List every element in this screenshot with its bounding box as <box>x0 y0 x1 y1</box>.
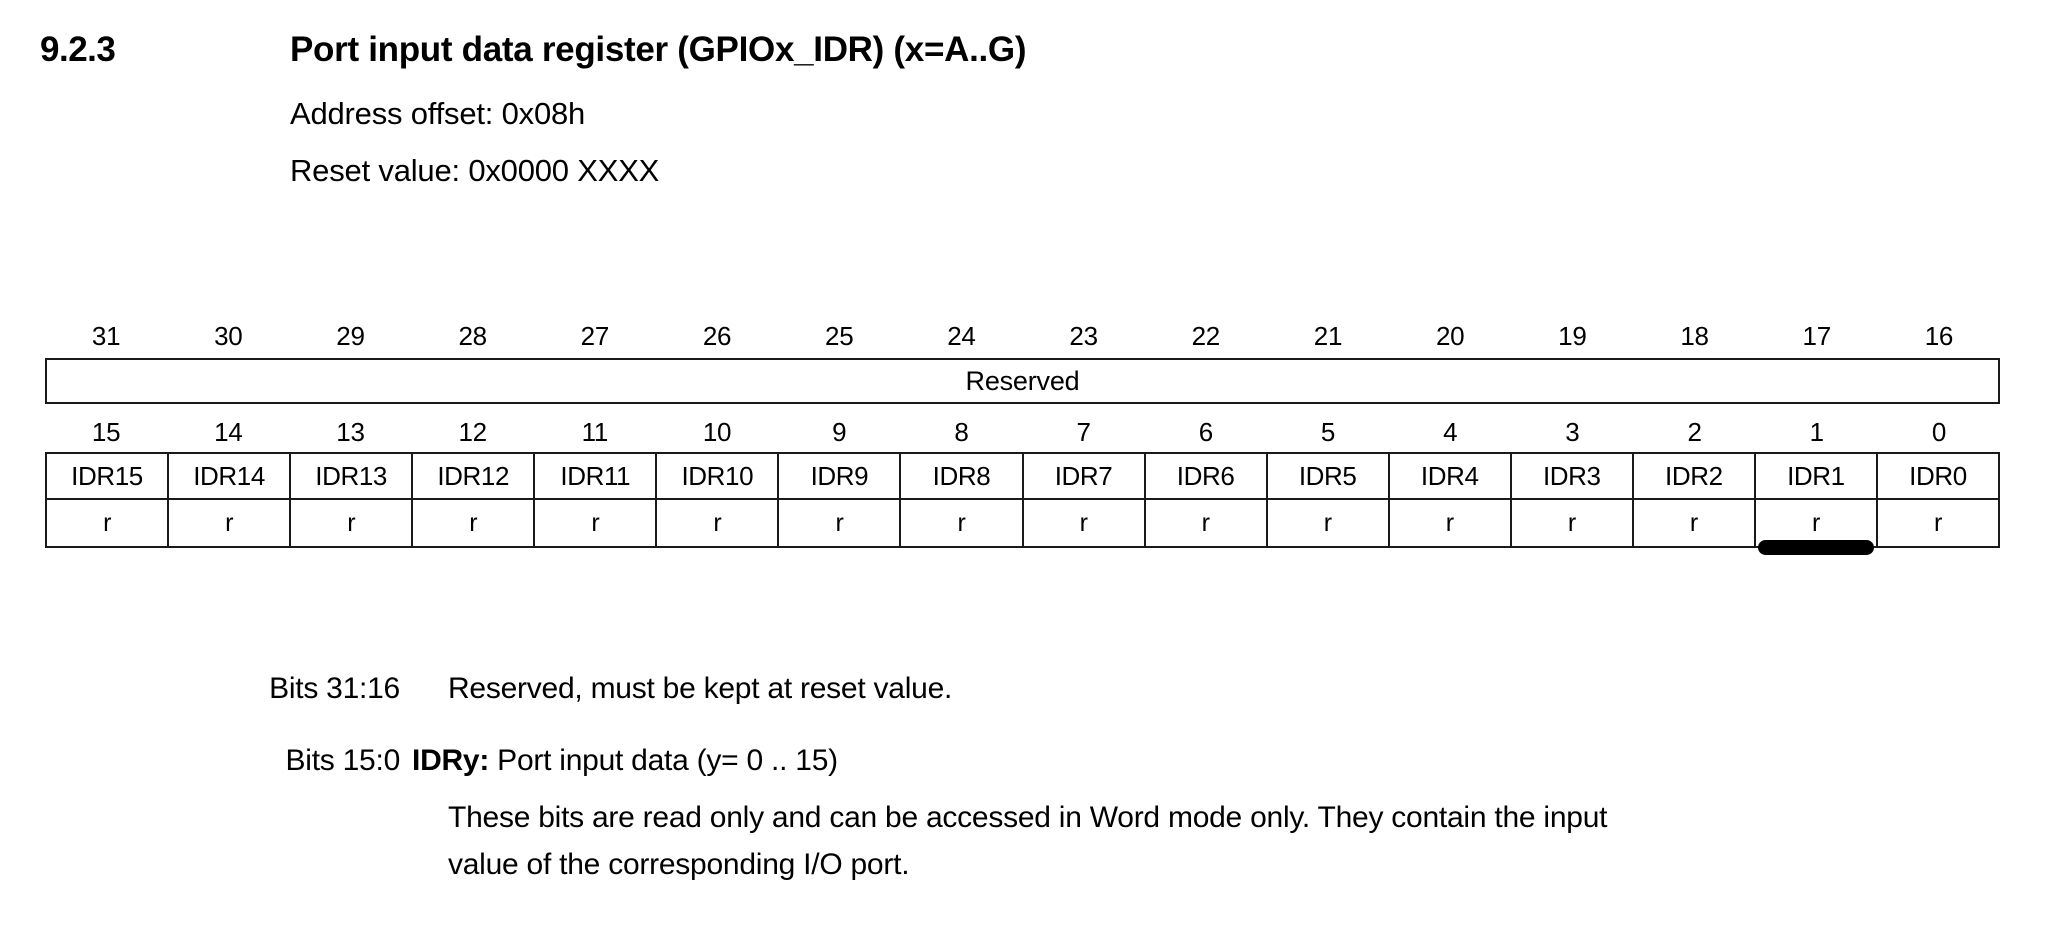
access-cell-idr8: r <box>901 500 1024 546</box>
bit-number: 28 <box>458 321 487 351</box>
idry-detail-line-1: These bits are read only and can be acce… <box>448 801 1608 834</box>
field-cell-idr7: IDR7 <box>1024 454 1146 498</box>
bit-number: 0 <box>1931 417 1946 447</box>
bit-number: 24 <box>947 321 976 351</box>
field-cell-idr2: IDR2 <box>1634 454 1756 498</box>
field-cell-idr11: IDR11 <box>535 454 658 498</box>
reset-value-line: Reset value: 0x0000 XXXX <box>290 153 660 188</box>
idry-summary: Port input data (y= 0 .. 15) <box>489 744 838 777</box>
access-cell-idr6: r <box>1146 500 1268 546</box>
bit-number: 31 <box>91 321 121 351</box>
bit-number: 10 <box>702 417 732 447</box>
bits-label-idry: Bits 15:0 <box>285 744 401 777</box>
field-cell-idr13: IDR13 <box>291 454 414 498</box>
field-cell-idr12: IDR12 <box>413 454 536 498</box>
bits-text-idry: IDRy: Port input data (y= 0 .. 15) <box>412 744 838 778</box>
idry-field-name: IDRy: <box>412 744 490 777</box>
bit-number: 6 <box>1198 417 1213 447</box>
field-cell-idr14: IDR14 <box>169 454 292 498</box>
access-cell-idr5: r <box>1268 500 1390 546</box>
access-cell-idr15: r <box>47 500 170 546</box>
bit-number: 26 <box>702 321 732 351</box>
bit-number: 27 <box>580 321 610 351</box>
access-cell-idr9: r <box>779 500 902 546</box>
bit-number: 30 <box>214 321 243 351</box>
section-heading: 9.2.3 Port input data register (GPIOx_ID… <box>40 30 2000 82</box>
bit-number: 20 <box>1435 321 1465 351</box>
bit-number: 15 <box>91 417 121 447</box>
bit-number: 11 <box>581 417 609 447</box>
address-offset-line: Address offset: 0x08h <box>290 96 586 131</box>
bit-number: 29 <box>336 321 365 351</box>
field-name-row: IDR15 IDR14 IDR13 IDR12 IDR11 IDR10 IDR9… <box>45 452 2000 500</box>
access-cell-idr3: r <box>1512 500 1634 546</box>
access-cell-idr7: r <box>1024 500 1146 546</box>
bits-label-reserved: Bits 31:16 <box>269 672 400 705</box>
access-cell-idr12: r <box>413 500 536 546</box>
bit-number: 12 <box>458 417 487 447</box>
idry-detail-line-2: value of the corresponding I/O port. <box>448 848 910 881</box>
field-cell-idr4: IDR4 <box>1390 454 1512 498</box>
bit-numbers-high: 31 30 29 28 27 26 25 24 23 22 21 20 19 1… <box>45 320 2000 356</box>
field-cell-idr15: IDR15 <box>47 454 170 498</box>
field-cell-idr6: IDR6 <box>1146 454 1268 498</box>
field-cell-idr3: IDR3 <box>1512 454 1634 498</box>
bits-text-reserved: Reserved, must be kept at reset value. <box>448 672 953 705</box>
bit-number: 17 <box>1802 321 1832 351</box>
field-cell-idr1: IDR1 <box>1756 454 1878 498</box>
field-cell-idr10: IDR10 <box>657 454 780 498</box>
access-cell-idr1: r <box>1756 500 1878 555</box>
page-title: Port input data register (GPIOx_IDR) (x=… <box>290 30 1027 69</box>
field-cell-idr5: IDR5 <box>1268 454 1390 498</box>
bit-number: 21 <box>1313 321 1343 351</box>
section-number: 9.2.3 <box>40 30 116 69</box>
access-cell-idr11: r <box>535 500 658 546</box>
bit-number: 4 <box>1443 417 1458 447</box>
highlight-annotation-marker <box>1757 540 1874 555</box>
bit-number: 25 <box>825 321 854 351</box>
bit-number: 2 <box>1687 417 1702 447</box>
bit-number: 22 <box>1191 321 1221 351</box>
bit-number: 9 <box>832 417 847 447</box>
bit-number: 18 <box>1680 321 1709 351</box>
field-cell-idr9: IDR9 <box>779 454 902 498</box>
register-bit-table: 31 30 29 28 27 26 25 24 23 22 21 20 19 1… <box>45 320 2000 555</box>
access-cell-idr10: r <box>657 500 780 546</box>
bit-number: 23 <box>1069 321 1098 351</box>
bit-number: 8 <box>954 417 969 447</box>
bit-number: 14 <box>214 417 243 447</box>
table-gap <box>45 404 2000 416</box>
field-cell-idr8: IDR8 <box>901 454 1024 498</box>
idry-detail-paragraph: These bits are read only and can be acce… <box>448 794 1968 888</box>
bit-number: 5 <box>1320 417 1336 447</box>
bit-number: 7 <box>1076 417 1091 447</box>
reserved-field-cell: Reserved <box>45 358 2000 404</box>
bit-number: 19 <box>1558 321 1587 351</box>
bit-number: 16 <box>1924 321 1954 351</box>
access-cell-idr13: r <box>291 500 414 546</box>
bit-numbers-low: 15 14 13 12 11 10 9 8 7 6 5 4 3 2 1 0 <box>45 416 2000 452</box>
bit-number: 3 <box>1565 417 1580 447</box>
field-cell-idr0: IDR0 <box>1878 454 2000 498</box>
reserved-field-label: Reserved <box>965 365 1080 396</box>
access-cell-idr14: r <box>169 500 292 546</box>
bit-number: 13 <box>336 417 365 447</box>
access-cell-idr1-label: r <box>1811 508 1820 537</box>
access-cell-idr4: r <box>1390 500 1512 546</box>
access-cell-idr0: r <box>1878 500 2000 546</box>
bit-number: 1 <box>1809 417 1824 447</box>
access-cell-idr2: r <box>1634 500 1756 546</box>
field-access-row: r r r r r r r r r r r r r r r r <box>45 500 2000 555</box>
